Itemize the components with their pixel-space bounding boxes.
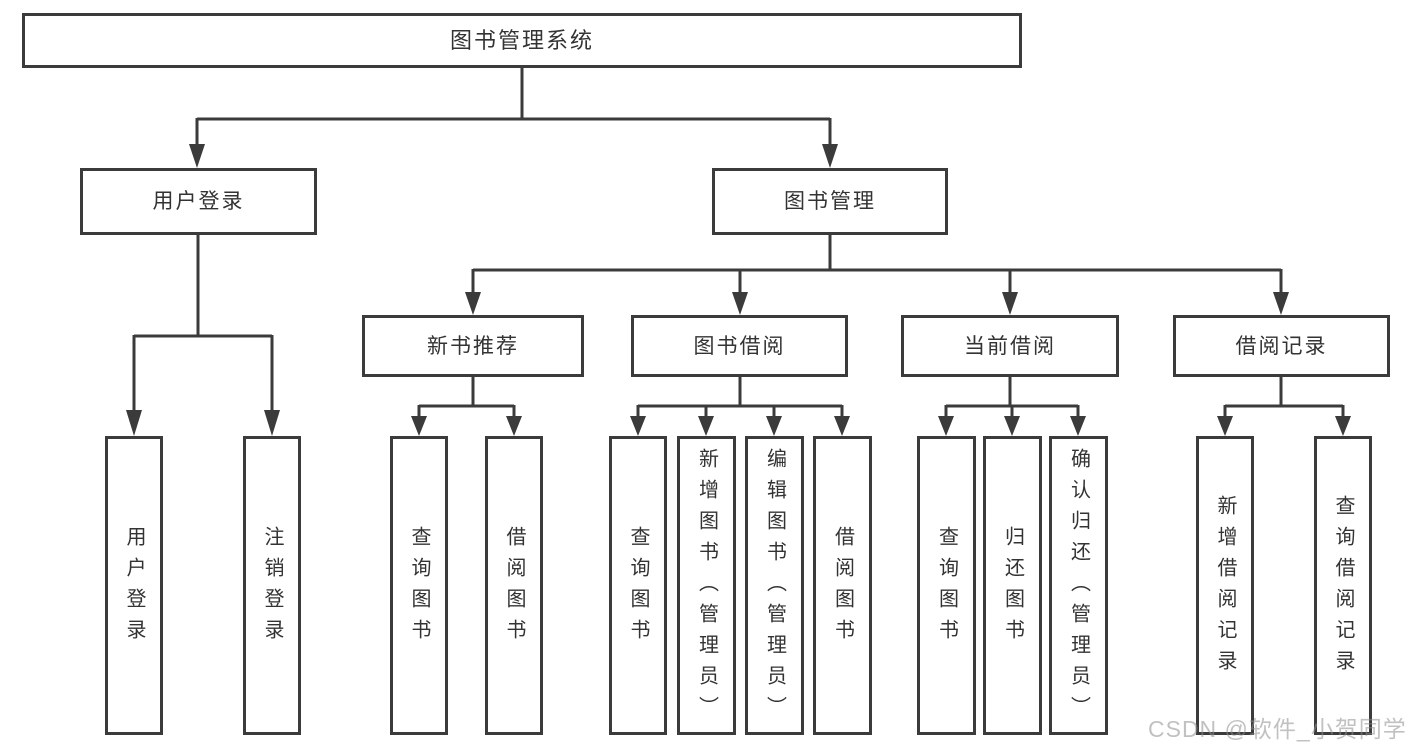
leaf-confirm-return-admin: 确认归还（管理员）: [1049, 436, 1108, 735]
node-current-borrowing: 当前借阅: [901, 315, 1119, 377]
node-book-borrowing: 图书借阅: [631, 315, 848, 377]
node-borrowing-records: 借阅记录: [1173, 315, 1390, 377]
leaf-add-borrow-record: 新增借阅记录: [1196, 436, 1254, 735]
leaf-return-book: 归还图书: [983, 436, 1042, 735]
leaf-logout: 注销登录: [243, 436, 301, 735]
leaf-user-login: 用户登录: [105, 436, 163, 735]
node-user-login: 用户登录: [80, 168, 317, 235]
leaf-borrow-books: 借阅图书: [813, 436, 872, 735]
leaf-query-books-recommend: 查询图书: [390, 436, 448, 735]
arrowheads: [126, 144, 1351, 436]
node-new-book-recommend: 新书推荐: [362, 315, 584, 377]
connector-segments: [132, 66, 1345, 418]
node-book-management: 图书管理: [712, 168, 948, 235]
leaf-borrow-books-recommend: 借阅图书: [485, 436, 543, 735]
csdn-watermark: CSDN @软件_小贺同学: [1148, 716, 1405, 742]
leaf-query-borrow-record: 查询借阅记录: [1314, 436, 1372, 735]
node-library-management-system: 图书管理系统: [22, 13, 1022, 68]
leaf-query-books-current: 查询图书: [917, 436, 976, 735]
leaf-edit-book-admin: 编辑图书（管理员）: [745, 436, 804, 735]
leaf-query-books-borrowing: 查询图书: [609, 436, 667, 735]
leaf-add-book-admin: 新增图书（管理员）: [677, 436, 736, 735]
